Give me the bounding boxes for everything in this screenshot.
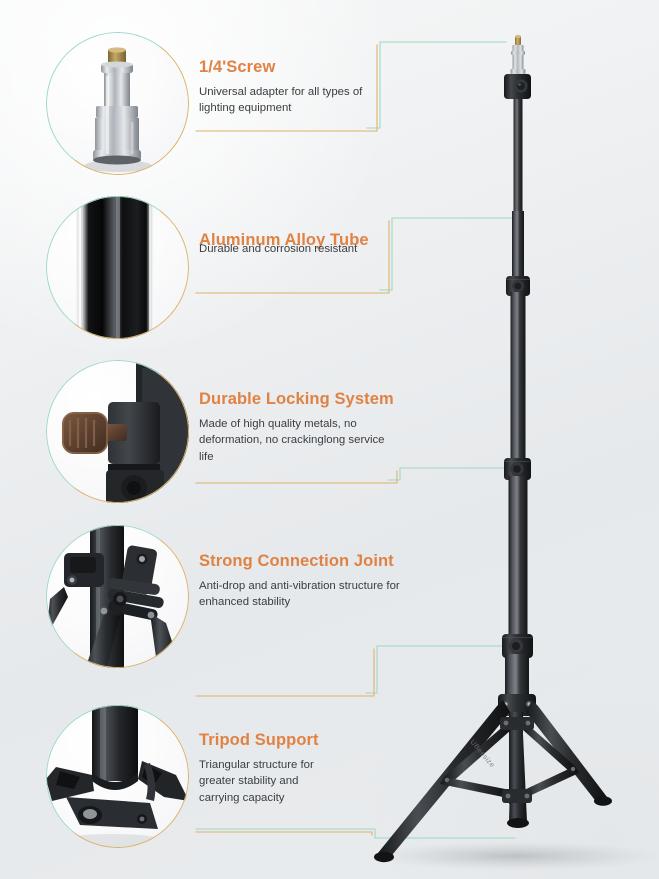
feature-image-locking [46,360,189,503]
stand-clamp-2 [506,276,530,296]
stand-top-adapter [504,34,531,99]
leader-line-locking-gold [195,470,398,484]
tripod-feet [374,796,612,863]
connection-joint-icon [46,525,181,668]
leader-line-joint-gold [195,648,375,697]
stand-section-3 [510,292,526,460]
feature-title-tripod: Tripod Support [199,731,319,749]
feature-image-screw [46,32,189,175]
feature-text-joint: Strong Connection Joint Anti-drop and an… [199,552,417,611]
floor-shadow [365,841,659,871]
stand-section-1 [513,99,523,211]
tripod-brace-struts [440,717,579,803]
feature-text-tube: Aluminum Alloy Tube Durable and corrosio… [199,231,369,257]
feature-title-locking: Durable Locking System [199,390,394,408]
leader-line-locking-teal [387,467,517,481]
leader-line-tube-gold [195,220,390,294]
tripod-foot-right [594,796,612,806]
feature-description-tripod: Triangular structure for greater stabili… [199,758,314,804]
leader-line-tripod-gold [195,831,373,836]
feature-description-tube-text: Durable and corrosion resistant [199,242,358,255]
tripod-base-icon [46,705,189,848]
leader-line-screw-gold [195,44,378,132]
feature-image-tube [46,196,189,339]
feature-text-screw: 1/4'Screw Universal adapter for all type… [199,58,367,117]
feature-description-locking: Made of high quality metals, no deformat… [199,417,385,463]
feature-text-tripod: Tripod Support Triangular structure for … [199,731,339,806]
feature-text-locking: Durable Locking System Made of high qual… [199,390,394,465]
aluminum-tube-icon [76,196,154,339]
quarter-inch-screw-icon [84,47,152,172]
feature-image-tripod [46,705,189,848]
stand-mid-clamp [504,458,531,480]
leader-line-screw-teal [366,41,507,129]
leader-line-joint-teal [365,645,514,694]
tripod-foot-left [374,851,394,863]
locking-lever-icon [62,360,189,503]
feature-title-tube: Aluminum Alloy Tube [199,231,369,249]
tripod-foot-center [507,818,529,828]
feature-title-screw: 1/4'Screw [199,58,276,76]
stand-section-4 [508,476,528,636]
leader-line-tripod-teal [195,828,516,839]
feature-image-joint [46,525,189,668]
tripod-brace-rivets [444,720,576,799]
feature-title-joint: Strong Connection Joint [199,552,394,570]
feature-description-joint: Anti-drop and anti-vibration structure f… [199,579,400,609]
stand-upper-tube [512,211,524,283]
feature-description-screw: Universal adapter for all types of light… [199,85,363,115]
tripod-leg-right [526,700,607,804]
stand-clamp-4 [502,634,533,658]
stand-legs [378,700,607,860]
leader-line-tube-teal [379,217,514,291]
